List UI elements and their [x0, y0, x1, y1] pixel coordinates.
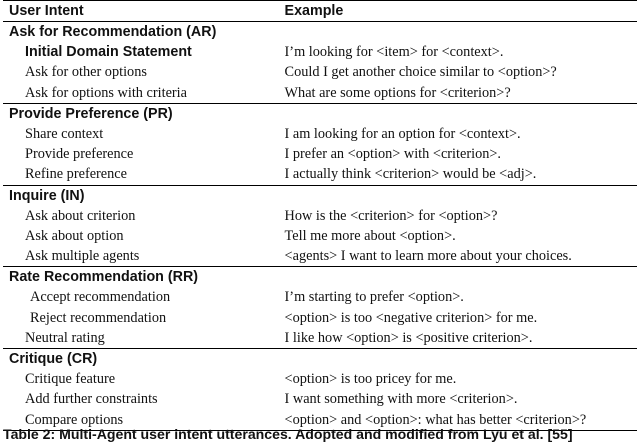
table-row: Initial Domain Statement I’m looking for … — [3, 42, 637, 62]
example-cell: I want something with more <criterion>. — [284, 391, 518, 408]
table-row: Accept recommendation I’m starting to pre… — [3, 287, 637, 307]
intent-group: Critique (CR) Critique feature <option> is… — [3, 348, 637, 431]
intent-cell: Accept recommendation — [30, 289, 171, 306]
table-row: Critique feature <option> is too pricey f… — [3, 369, 637, 389]
user-intent-table: User Intent Example Ask for Recommendati… — [3, 0, 637, 431]
example-cell: I’m starting to prefer <option>. — [284, 289, 464, 306]
example-cell: <option> is too <negative criterion> for… — [284, 309, 538, 326]
intent-cell: Ask for options with criteria — [25, 84, 187, 101]
table-row: Compare options<option> and <option>: wh… — [3, 409, 637, 431]
intent-cell: Provide preference — [25, 146, 134, 162]
group-title: Ask for Recommendation (AR) — [9, 24, 217, 40]
group-header-row: Inquire (IN) — [3, 184, 637, 206]
group-header-row: Provide Preference (PR) — [3, 102, 637, 124]
intent-cell: Initial Domain Statement — [25, 44, 192, 60]
table-row: Add further constraints I want something … — [3, 389, 637, 409]
table-row: Refine preference I actually think <crite… — [3, 164, 637, 185]
example-cell: I actually think <criterion> would be <a… — [284, 166, 537, 183]
group-header-row: Rate Recommendation (RR) — [3, 266, 637, 288]
group-title: Inquire (IN) — [3, 184, 637, 206]
table-row: Reject recommendation <option> is too <ne… — [3, 308, 637, 328]
intent-cell: Critique feature — [25, 371, 116, 387]
example-cell: <agents> I want to learn more about your… — [284, 248, 572, 264]
example-cell: I’m looking for <item> for <context>. — [284, 44, 504, 60]
intent-cell: Add further constraints — [25, 391, 158, 408]
group-title: Provide Preference (PR) — [3, 102, 637, 124]
example-cell: Could I get another choice similar to <o… — [284, 64, 557, 81]
table-row: Ask multiple agents <agents> I want to le… — [3, 246, 637, 267]
intent-cell: Ask about option — [25, 227, 124, 244]
table-row: Provide preference I prefer an <option> w… — [3, 144, 637, 164]
intent-cell: Reject recommendation — [30, 309, 167, 326]
example-cell: I am looking for an option for <context>… — [284, 125, 521, 142]
intent-group: Inquire (IN)Ask about criterion How is th… — [3, 184, 637, 267]
table-header: User Intent Example — [3, 0, 637, 22]
group-title: Critique (CR) — [3, 348, 637, 369]
column-header-user-intent: User Intent — [3, 0, 285, 22]
table-row: Ask for options with criteria What are so… — [3, 83, 637, 104]
example-cell: <option> and <option>: what has better <… — [284, 409, 637, 431]
intent-group: Provide Preference (PR)Share context I am… — [3, 102, 637, 185]
table-row: Ask about option Tell me more about <opti… — [3, 226, 637, 246]
example-cell: What are some options for <criterion>? — [284, 84, 511, 101]
example-cell: I prefer an <option> with <criterion>. — [284, 146, 502, 162]
example-cell: Tell me more about <option>. — [284, 227, 456, 244]
header-row: User Intent Example — [3, 0, 637, 22]
group-header-row: Critique (CR) — [3, 348, 637, 369]
table-caption: Table 2: Multi-Agent user intent utteran… — [3, 426, 573, 442]
example-cell: I like how <option> is <positive criteri… — [284, 329, 533, 346]
table-row: Ask about criterion How is the <criterion… — [3, 206, 637, 226]
intent-cell: Compare options — [3, 409, 285, 431]
table-row: Ask for other options Could I get another… — [3, 62, 637, 82]
column-header-example: Example — [284, 0, 637, 22]
group-header-row: Ask for Recommendation (AR) — [3, 22, 637, 43]
intent-cell: Ask about criterion — [25, 207, 136, 224]
table-row: Neutral rating I like how <option> is <po… — [3, 328, 637, 349]
intent-cell: Ask multiple agents — [25, 248, 140, 264]
example-cell: How is the <criterion> for <option>? — [284, 207, 498, 224]
intent-cell: Ask for other options — [25, 64, 147, 81]
intent-group: Rate Recommendation (RR)Accept recommend… — [3, 266, 637, 349]
intent-cell: Refine preference — [25, 166, 127, 183]
example-cell: <option> is too pricey for me. — [284, 371, 457, 387]
intent-cell: Share context — [25, 125, 104, 142]
intent-cell: Neutral rating — [25, 329, 105, 346]
table-row: Share context I am looking for an option … — [3, 124, 637, 144]
intent-group: Ask for Recommendation (AR) Initial Domai… — [3, 22, 637, 104]
group-title: Rate Recommendation (RR) — [3, 266, 637, 288]
